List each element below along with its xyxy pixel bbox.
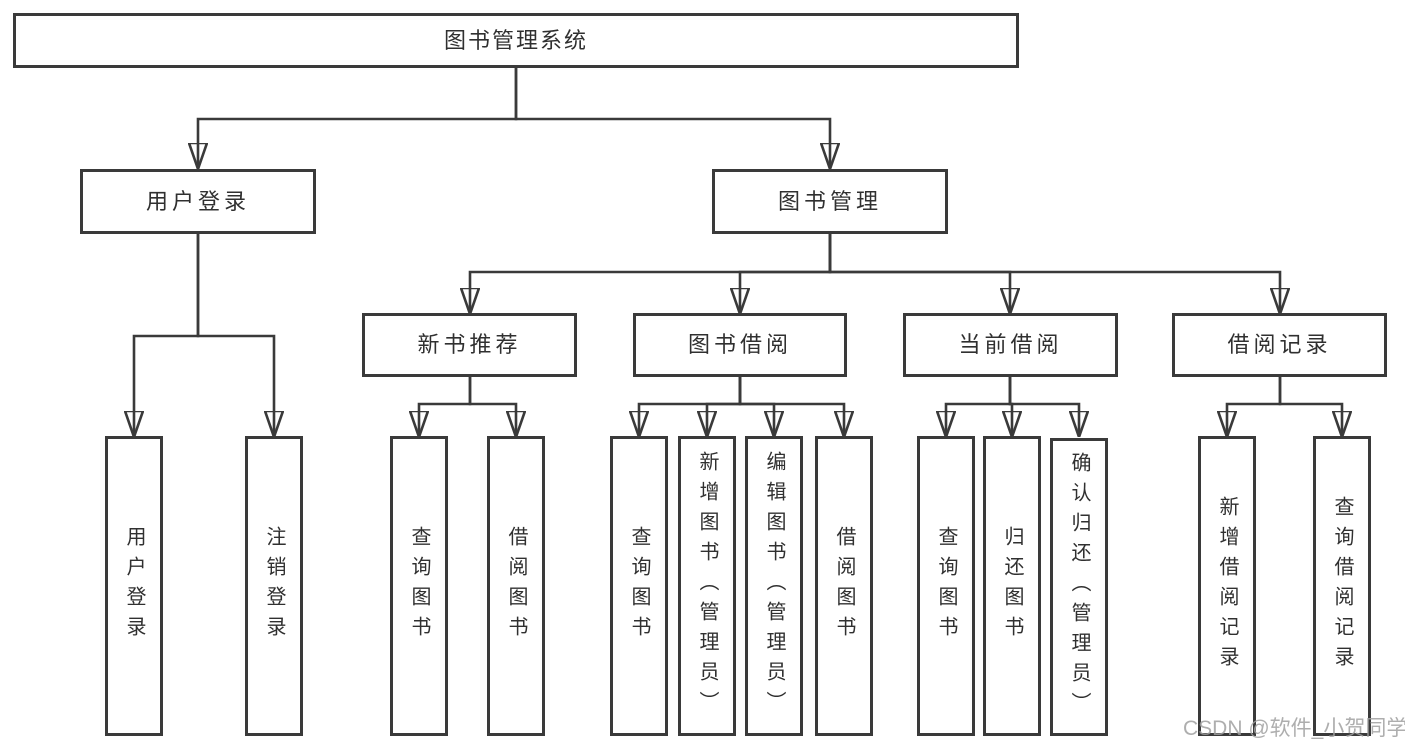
- node-cb-return-book: 归还图书: [983, 436, 1041, 736]
- connector-br-query-record: [1278, 375, 1342, 436]
- connector-root-to-book-management: [514, 65, 830, 168]
- node-book-borrow: 图书借阅: [633, 313, 847, 377]
- node-cb-confirm-return-admin: 确认归还（管理员）: [1050, 438, 1108, 736]
- node-user-login-leaf-label: 用户登录: [123, 526, 145, 646]
- node-br-query-record: 查询借阅记录: [1313, 436, 1371, 736]
- connector-to-user-login-leaf: [134, 232, 200, 436]
- connector-root-to-user-login: [198, 65, 518, 168]
- connector-br-add-record: [1227, 375, 1282, 436]
- connector-bb-add-book: [707, 375, 742, 436]
- node-nbr-query-books: 查询图书: [390, 436, 448, 736]
- node-new-book-recommend: 新书推荐: [362, 313, 577, 377]
- connector-bb-query-books: [639, 375, 742, 436]
- node-br-add-record: 新增借阅记录: [1198, 436, 1256, 736]
- node-bb-borrow-books: 借阅图书: [815, 436, 873, 736]
- node-bb-add-book-admin-label: 新增图书（管理员）: [696, 451, 718, 721]
- connector-to-book-borrow: [740, 232, 832, 313]
- connectors-borrow-records: [1227, 375, 1342, 436]
- node-br-add-record-label: 新增借阅记录: [1216, 496, 1238, 676]
- connectors-user-login: [134, 232, 274, 436]
- node-bb-query-books: 查询图书: [610, 436, 668, 736]
- node-cb-return-book-label: 归还图书: [1001, 526, 1023, 646]
- node-current-borrow: 当前借阅: [903, 313, 1118, 377]
- node-nbr-query-books-label: 查询图书: [408, 526, 430, 646]
- node-user-login: 用户登录: [80, 169, 316, 234]
- connectors-new-book-recommend: [419, 375, 516, 436]
- node-bb-borrow-books-label: 借阅图书: [833, 526, 855, 646]
- connector-nbr-query-books: [419, 375, 472, 436]
- node-current-borrow-label: 当前借阅: [958, 332, 1063, 357]
- node-bb-add-book-admin: 新增图书（管理员）: [678, 436, 736, 736]
- node-book-borrow-label: 图书借阅: [687, 332, 792, 357]
- node-new-book-recommend-label: 新书推荐: [417, 332, 522, 357]
- node-bb-edit-book-admin: 编辑图书（管理员）: [745, 436, 803, 736]
- node-root-label: 图书管理系统: [443, 27, 588, 53]
- connector-to-borrow-records: [828, 232, 1280, 313]
- node-nbr-borrow-books-label: 借阅图书: [505, 526, 527, 646]
- connector-to-logout-leaf: [196, 232, 274, 436]
- node-cb-query-books-label: 查询图书: [935, 526, 957, 646]
- node-logout-leaf: 注销登录: [245, 436, 303, 736]
- node-logout-leaf-label: 注销登录: [263, 526, 285, 646]
- node-nbr-borrow-books: 借阅图书: [487, 436, 545, 736]
- connector-bb-edit-book: [738, 375, 774, 436]
- connector-cb-confirm-return: [1008, 375, 1079, 436]
- node-br-query-record-label: 查询借阅记录: [1331, 496, 1353, 676]
- node-cb-confirm-return-admin-label: 确认归还（管理员）: [1068, 452, 1090, 722]
- node-bb-query-books-label: 查询图书: [628, 526, 650, 646]
- node-cb-query-books: 查询图书: [917, 436, 975, 736]
- node-book-management: 图书管理: [712, 169, 948, 234]
- connectors-book-borrow: [639, 375, 844, 436]
- connector-nbr-borrow-books: [468, 375, 516, 436]
- node-user-login-leaf: 用户登录: [105, 436, 163, 736]
- node-bb-edit-book-admin-label: 编辑图书（管理员）: [763, 451, 785, 721]
- node-user-login-label: 用户登录: [145, 188, 250, 214]
- csdn-watermark: CSDN @软件_小贺同学: [1183, 717, 1405, 740]
- node-borrow-records-label: 借阅记录: [1227, 332, 1332, 357]
- connectors-root-to-level2: [198, 65, 830, 168]
- node-root: 图书管理系统: [13, 13, 1019, 68]
- connector-bb-borrow-books: [738, 375, 844, 436]
- connector-cb-query-books: [946, 375, 1012, 436]
- node-book-management-label: 图书管理: [777, 188, 882, 214]
- node-borrow-records: 借阅记录: [1172, 313, 1387, 377]
- connectors-current-borrow: [946, 375, 1079, 436]
- connectors-book-management: [470, 232, 1280, 313]
